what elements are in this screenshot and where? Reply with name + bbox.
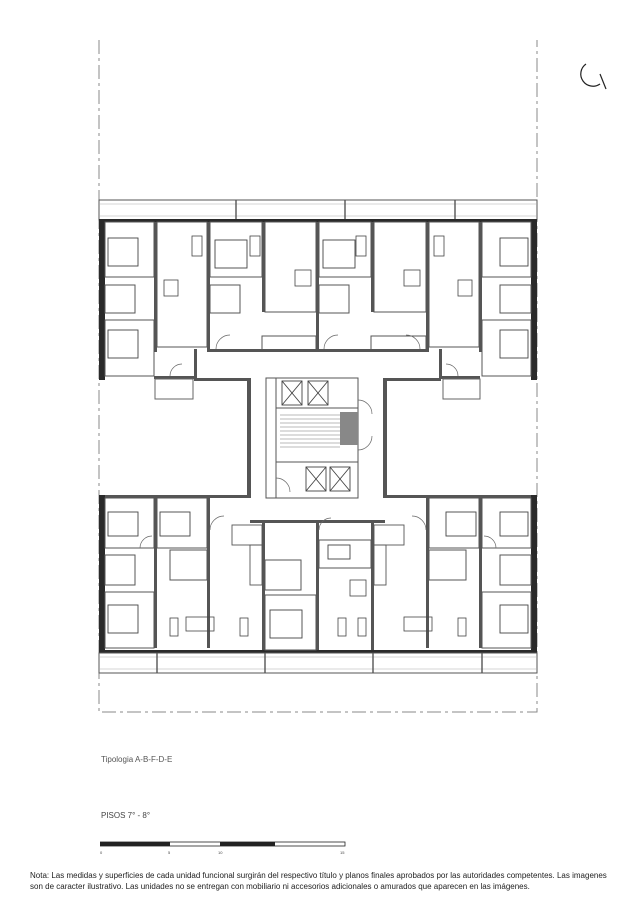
scale-tick-3: 15 bbox=[340, 850, 345, 855]
disclaimer-note: Nota: Las medidas y superficies de cada … bbox=[30, 871, 607, 891]
scale-bar: 0 5 10 15 bbox=[100, 841, 346, 855]
scale-tick-2: 10 bbox=[218, 850, 223, 855]
scale-tick-0: 0 bbox=[100, 850, 103, 855]
plan-floors-label: PISOS 7° - 8° bbox=[101, 811, 151, 820]
lower-wing bbox=[98, 495, 538, 674]
upper-wing bbox=[98, 199, 538, 400]
plan-typology-label: Tipologia A-B-F-D-E bbox=[101, 755, 173, 764]
central-core bbox=[194, 377, 441, 499]
scale-tick-1: 5 bbox=[168, 850, 171, 855]
north-arrow-icon bbox=[580, 63, 607, 90]
